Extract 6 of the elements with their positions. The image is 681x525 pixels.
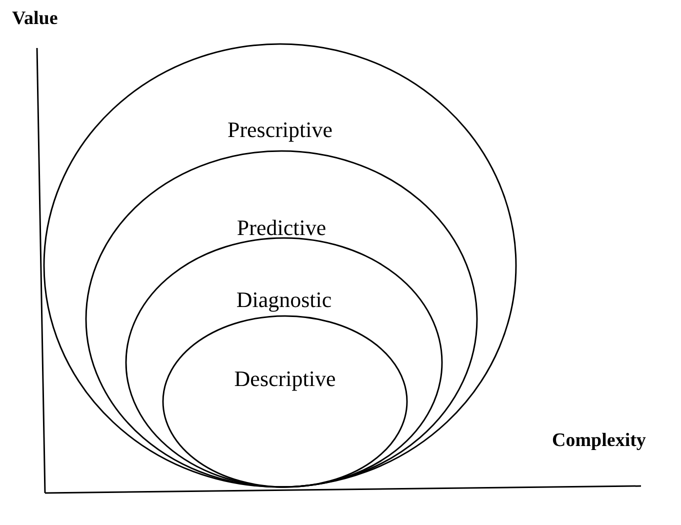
category-label: Diagnostic xyxy=(236,287,332,313)
axis-label: Complexity xyxy=(552,430,646,452)
category-label: Predictive xyxy=(236,215,326,241)
axis-label: Value xyxy=(12,8,58,30)
category-label: Prescriptive xyxy=(227,117,333,143)
category-label: Descriptive xyxy=(234,366,336,392)
